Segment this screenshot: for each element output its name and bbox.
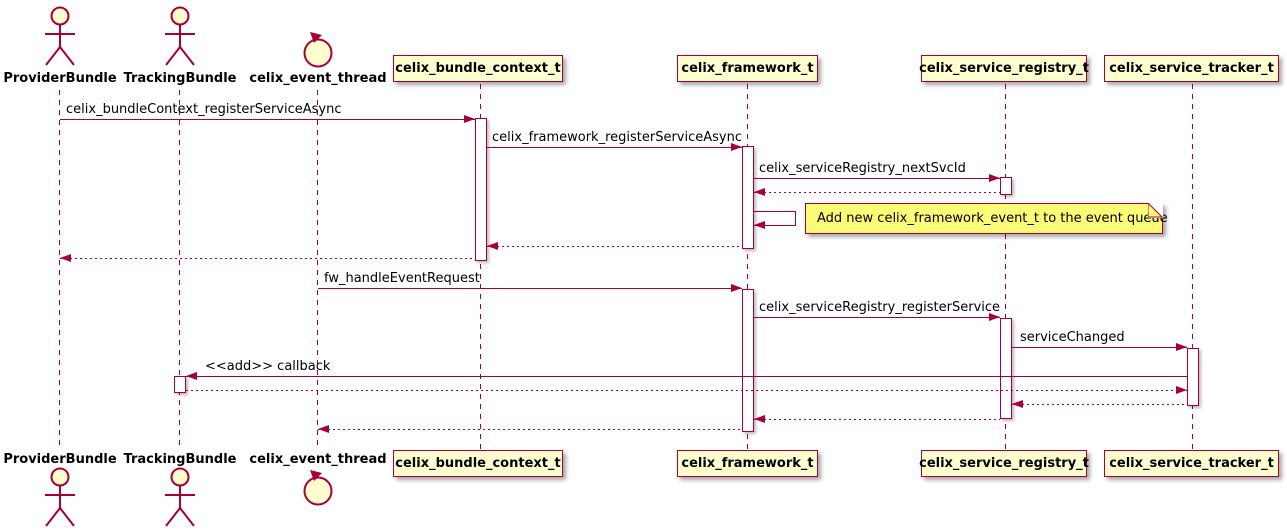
actor-label-tracking-top: TrackingBundle — [123, 71, 237, 86]
arrowhead-left-icon — [487, 242, 498, 250]
self-message-bottom — [754, 225, 796, 226]
actor-label-event-thread-bottom: celix_event_thread — [249, 452, 387, 467]
arrowhead-right-icon — [989, 313, 1000, 321]
participant-box-registry-bottom: celix_service_registry_t — [919, 450, 1089, 477]
arrowhead-left-icon — [754, 415, 765, 423]
arrowhead-right-icon — [731, 284, 742, 292]
return-arrow — [318, 429, 742, 430]
self-message-side — [795, 211, 796, 225]
message-arrow — [60, 119, 475, 120]
lifeline-tracker — [1192, 84, 1193, 450]
participant-box-tracker-bottom: celix_service_tracker_t — [1104, 450, 1279, 477]
return-arrow — [754, 192, 1000, 193]
activation-bar-framework-1 — [742, 146, 754, 249]
message-label-service-changed: serviceChanged — [1020, 330, 1125, 345]
activation-bar-registry-1 — [1000, 177, 1012, 195]
arrowhead-right-icon — [1176, 386, 1187, 394]
arrowhead-right-icon — [1176, 343, 1187, 351]
arrowhead-left-icon — [754, 188, 765, 196]
actor-label-event-thread-top: celix_event_thread — [249, 71, 387, 86]
actor-stick-figure-icon — [165, 467, 195, 527]
activation-bar-context — [475, 118, 487, 261]
participant-box-registry-top: celix_service_registry_t — [919, 55, 1089, 82]
actor-stick-figure-icon — [45, 6, 75, 66]
actor-label-tracking-bottom: TrackingBundle — [123, 452, 237, 467]
arrowhead-left-icon — [318, 425, 329, 433]
message-label-add-callback: <<add>> callback — [205, 359, 331, 374]
activation-bar-tracker — [1187, 348, 1199, 406]
note-text: Add new celix_framework_event_t to the e… — [817, 211, 1168, 226]
arrowhead-left-icon — [754, 221, 765, 229]
arrowhead-left-icon — [1012, 400, 1023, 408]
participant-box-framework-top: celix_framework_t — [677, 55, 818, 82]
lifeline-event-thread — [317, 90, 318, 450]
message-label-framework-register: celix_framework_registerServiceAsync — [492, 130, 742, 145]
note-fold-icon — [1148, 203, 1163, 218]
message-arrow — [186, 376, 1187, 377]
control-loop-icon — [303, 32, 333, 68]
message-arrow — [1012, 347, 1187, 348]
actor-label-provider-top: ProviderBundle — [3, 71, 117, 86]
return-arrow — [60, 258, 475, 259]
activation-bar-registry-2 — [1000, 318, 1012, 419]
message-arrow — [487, 147, 742, 148]
return-arrow — [1012, 404, 1187, 405]
return-arrow — [754, 419, 1000, 420]
lifeline-provider — [59, 90, 60, 450]
return-arrow — [186, 390, 1187, 391]
lifeline-framework — [747, 84, 748, 450]
participant-box-framework-bottom: celix_framework_t — [677, 450, 818, 477]
message-arrow — [754, 178, 1000, 179]
message-label-handle-event-request: fw_handleEventRequest — [324, 271, 480, 286]
activation-bar-tracking — [174, 376, 186, 393]
control-loop-icon — [303, 470, 333, 506]
participant-box-context-bottom: celix_bundle_context_t — [393, 450, 563, 477]
message-arrow — [754, 317, 1000, 318]
actor-stick-figure-icon — [45, 467, 75, 527]
return-arrow — [487, 246, 742, 247]
arrowhead-left-icon — [186, 372, 197, 380]
arrowhead-right-icon — [731, 143, 742, 151]
participant-box-context-top: celix_bundle_context_t — [393, 55, 563, 82]
lifeline-context — [480, 84, 481, 450]
arrowhead-right-icon — [989, 174, 1000, 182]
lifeline-registry — [1005, 84, 1006, 450]
lifeline-tracking — [179, 90, 180, 450]
actor-stick-figure-icon — [165, 6, 195, 66]
actor-label-provider-bottom: ProviderBundle — [3, 452, 117, 467]
participant-box-tracker-top: celix_service_tracker_t — [1104, 55, 1279, 82]
message-label-next-svc-id: celix_serviceRegistry_nextSvcId — [759, 161, 966, 176]
activation-bar-framework-2 — [742, 289, 754, 432]
message-label-register-service-async: celix_bundleContext_registerServiceAsync — [66, 102, 342, 117]
arrowhead-right-icon — [464, 115, 475, 123]
message-arrow — [318, 288, 742, 289]
note: Add new celix_framework_event_t to the e… — [805, 203, 1168, 234]
arrowhead-left-icon — [60, 254, 71, 262]
message-label-register-service: celix_serviceRegistry_registerService — [759, 300, 1001, 315]
self-message-top — [754, 211, 796, 212]
